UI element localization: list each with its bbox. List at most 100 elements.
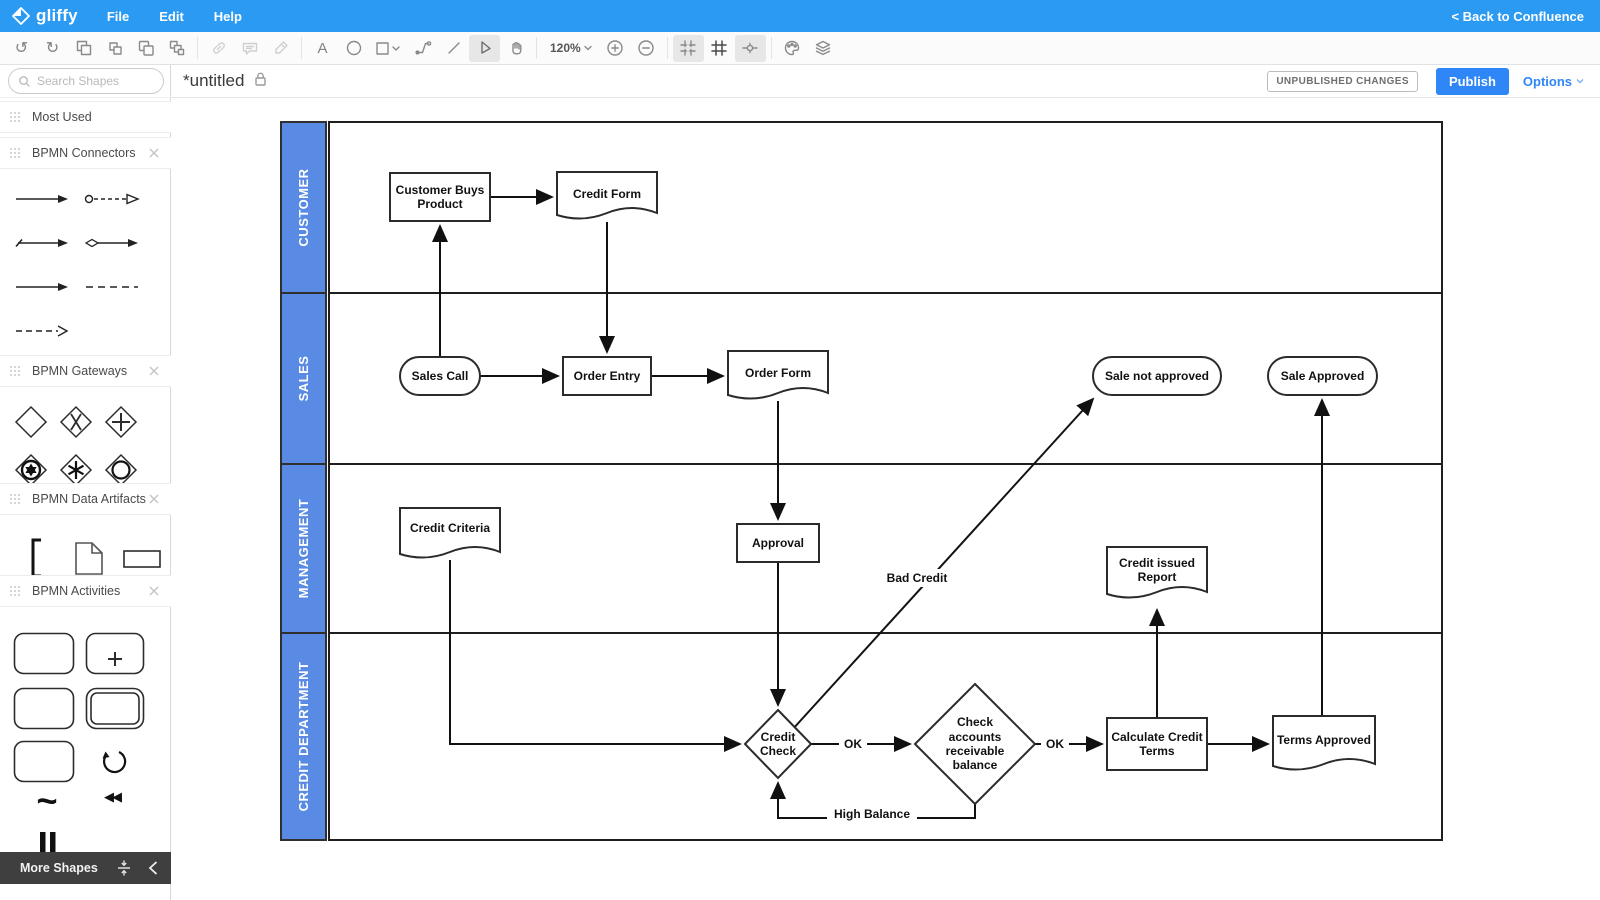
section-bpmn-activities[interactable]: BPMN Activities bbox=[0, 575, 171, 607]
close-icon[interactable] bbox=[149, 148, 159, 158]
undo-icon[interactable]: ↺ bbox=[6, 35, 37, 62]
node-calculate-credit-terms[interactable] bbox=[1106, 717, 1208, 771]
palette-connector-sequence-flow[interactable] bbox=[14, 279, 70, 295]
close-icon[interactable] bbox=[149, 494, 159, 504]
node-label[interactable]: Check accounts receivable balance bbox=[945, 715, 1005, 773]
node-sales-call[interactable] bbox=[399, 356, 481, 396]
menu-edit[interactable]: Edit bbox=[159, 8, 184, 24]
palette-connector-message-flow[interactable] bbox=[84, 191, 140, 207]
node-credit-form[interactable] bbox=[556, 171, 658, 220]
search-box[interactable] bbox=[8, 68, 164, 94]
menu-file[interactable]: File bbox=[106, 8, 130, 24]
connectors-layer[interactable] bbox=[432, 189, 1330, 819]
chevron-left-icon[interactable] bbox=[147, 860, 159, 876]
theme-palette-icon[interactable] bbox=[777, 35, 808, 62]
gliffy-logo[interactable]: gliffy bbox=[0, 6, 92, 26]
palette-connector-directed-association[interactable] bbox=[14, 323, 70, 339]
palette-marker-compensation[interactable]: ◀◀ bbox=[104, 789, 122, 804]
palette-gateway-exclusive[interactable] bbox=[14, 405, 48, 439]
menu-help[interactable]: Help bbox=[213, 8, 242, 24]
group-icon[interactable] bbox=[68, 35, 99, 62]
more-shapes-bar[interactable]: More Shapes bbox=[0, 852, 171, 884]
node-customer-buys-product[interactable] bbox=[389, 172, 491, 222]
copy-icon[interactable] bbox=[99, 35, 130, 62]
diagram-canvas[interactable]: CUSTOMER SALES MANAGEMENT CREDIT DEPARTM… bbox=[171, 98, 1600, 900]
line-tool-icon[interactable] bbox=[438, 35, 469, 62]
palette-marker-pause[interactable] bbox=[38, 830, 58, 860]
palette-activity-task-3[interactable] bbox=[13, 740, 75, 783]
palette-gateway-complex[interactable] bbox=[59, 453, 93, 487]
zoom-level-dropdown[interactable]: 120% bbox=[542, 41, 600, 55]
section-bpmn-data-artifacts[interactable]: BPMN Data Artifacts bbox=[0, 483, 171, 515]
section-most-used[interactable]: Most Used bbox=[0, 101, 171, 133]
node-credit-check[interactable] bbox=[743, 708, 813, 780]
text-tool-icon[interactable]: A bbox=[317, 39, 328, 57]
swimlane-frame[interactable] bbox=[328, 121, 1443, 841]
palette-connector-conditional-flow[interactable] bbox=[84, 235, 140, 251]
palette-activity-task[interactable] bbox=[13, 632, 75, 675]
lane-label-sales[interactable]: SALES bbox=[280, 292, 327, 465]
back-to-confluence-link[interactable]: < Back to Confluence bbox=[1451, 8, 1584, 24]
connector-tool-icon[interactable] bbox=[407, 35, 438, 62]
grid-icon[interactable] bbox=[704, 35, 735, 62]
palette-gateway-parallel[interactable] bbox=[104, 405, 138, 439]
node-credit-issued-report[interactable] bbox=[1106, 546, 1208, 599]
node-label[interactable]: Credit Form bbox=[572, 186, 641, 201]
collapse-panels-icon[interactable] bbox=[115, 859, 133, 877]
node-label[interactable]: Approval bbox=[751, 535, 804, 550]
close-icon[interactable] bbox=[149, 586, 159, 596]
lane-label-customer[interactable]: CUSTOMER bbox=[280, 121, 327, 294]
node-label[interactable]: Order Entry bbox=[573, 368, 641, 383]
palette-gateway-inclusive[interactable] bbox=[104, 453, 138, 487]
pan-hand-icon[interactable] bbox=[500, 35, 531, 62]
section-bpmn-connectors[interactable]: BPMN Connectors bbox=[0, 137, 171, 169]
node-label[interactable]: Terms Approved bbox=[1276, 732, 1372, 747]
close-icon[interactable] bbox=[149, 366, 159, 376]
node-label[interactable]: Sale not approved bbox=[1104, 368, 1210, 383]
publish-button[interactable]: Publish bbox=[1435, 67, 1509, 95]
palette-activity-transaction[interactable] bbox=[85, 687, 145, 730]
node-check-accounts[interactable] bbox=[913, 682, 1037, 806]
snap-to-grid-icon[interactable] bbox=[672, 34, 704, 62]
node-order-form[interactable] bbox=[727, 350, 829, 400]
node-credit-criteria[interactable] bbox=[399, 507, 501, 559]
palette-gateway-exclusive-x[interactable] bbox=[59, 405, 93, 439]
options-dropdown[interactable]: Options bbox=[1523, 74, 1584, 89]
node-label[interactable]: Credit issued Report bbox=[1118, 555, 1196, 584]
node-label[interactable]: Sale Approved bbox=[1280, 368, 1365, 383]
pointer-tool-icon[interactable] bbox=[469, 34, 500, 62]
node-approval[interactable] bbox=[736, 523, 820, 563]
palette-connector-association[interactable] bbox=[84, 279, 140, 295]
lane-label-management[interactable]: MANAGEMENT bbox=[280, 463, 327, 634]
nodes-layer[interactable] bbox=[389, 171, 1378, 806]
shape-tool-icon[interactable] bbox=[369, 35, 407, 62]
zoom-out-icon[interactable] bbox=[631, 35, 662, 62]
arrange-icon[interactable] bbox=[161, 35, 192, 62]
layers-icon[interactable] bbox=[808, 35, 839, 62]
node-label[interactable]: Credit Criteria bbox=[409, 520, 491, 535]
lane-label-credit-department[interactable]: CREDIT DEPARTMENT bbox=[280, 632, 327, 841]
palette-artifact-text-annotation[interactable] bbox=[123, 550, 161, 568]
section-bpmn-gateways[interactable]: BPMN Gateways bbox=[0, 355, 171, 387]
edge-badcredit-to-notapproved[interactable] bbox=[791, 397, 1095, 731]
node-label[interactable]: Order Form bbox=[744, 365, 811, 380]
node-label[interactable]: Customer Buys Product bbox=[395, 182, 485, 211]
node-label[interactable]: Sales Call bbox=[411, 368, 469, 383]
node-label[interactable]: Credit Check bbox=[759, 729, 797, 758]
document-title[interactable]: *untitled bbox=[183, 71, 245, 90]
palette-marker-loop[interactable] bbox=[97, 746, 127, 776]
palette-artifact-group-bracket[interactable] bbox=[28, 538, 44, 578]
node-label[interactable]: Calculate Credit Terms bbox=[1111, 729, 1203, 758]
guides-icon[interactable] bbox=[734, 34, 766, 62]
palette-gateway-complex-marker[interactable] bbox=[14, 453, 48, 487]
palette-marker-adhoc[interactable]: ~ bbox=[36, 780, 58, 821]
zoom-in-icon[interactable] bbox=[600, 35, 631, 62]
palette-activity-task-2[interactable] bbox=[13, 687, 75, 730]
duplicate-icon[interactable] bbox=[130, 35, 161, 62]
node-sale-not-approved[interactable] bbox=[1092, 356, 1222, 396]
node-sale-approved[interactable] bbox=[1267, 356, 1378, 396]
node-terms-approved[interactable] bbox=[1272, 715, 1376, 771]
palette-activity-subprocess[interactable] bbox=[85, 632, 145, 675]
node-order-entry[interactable] bbox=[562, 356, 652, 396]
edge-criteria-to-creditcheck[interactable] bbox=[449, 560, 742, 752]
